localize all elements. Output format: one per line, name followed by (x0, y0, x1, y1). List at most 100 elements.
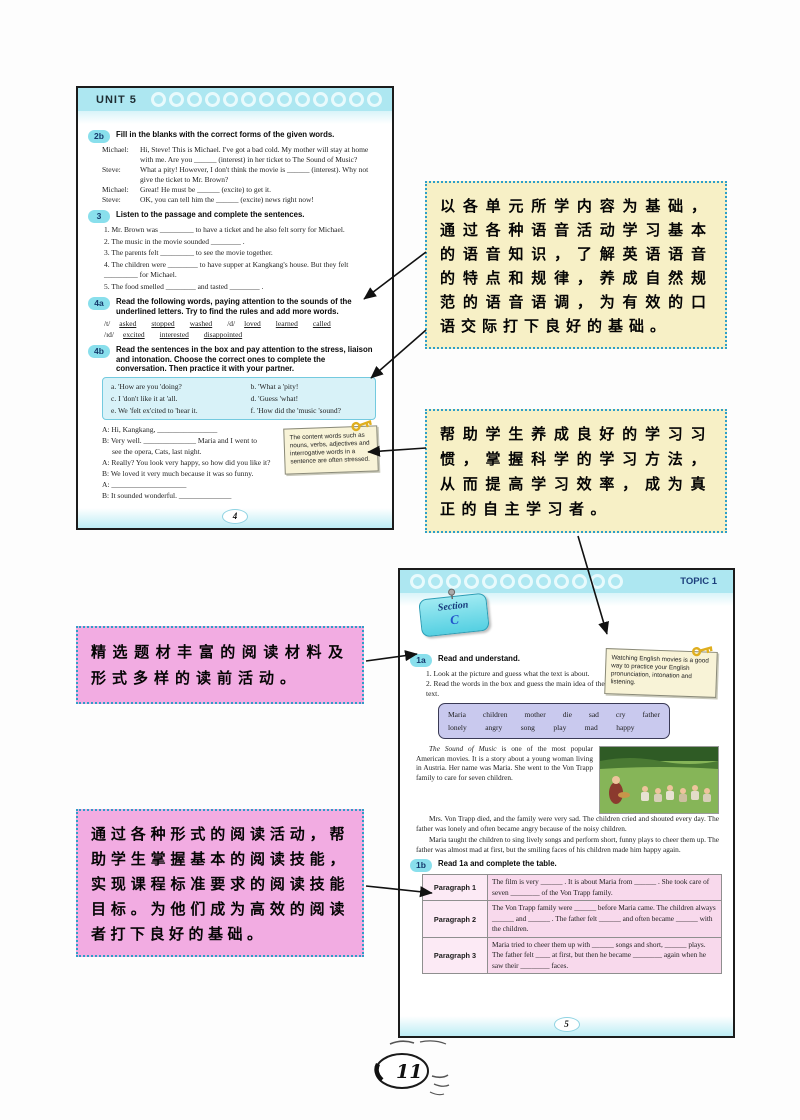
dialog-line: Steve: OK, you can tell him the ______ (e… (102, 195, 378, 205)
phoneme-label: /ɪd/ (104, 330, 115, 340)
list-item: 3. The parents felt _________ to see the… (104, 248, 273, 257)
ring-icon (241, 92, 256, 107)
reading-passage: The Sound of Music is one of the most po… (416, 744, 719, 854)
exercise-1b: 1b Read 1a and complete the table. Parag… (410, 859, 722, 975)
dialog-line: Michael:Great! He must be ______ (excite… (102, 185, 378, 195)
tip-note-stress: The content words such as nouns, verbs, … (283, 420, 379, 475)
exercise-number-badge: 4a (88, 297, 110, 310)
paragraph-summary: The film is very ______ . It is about Ma… (487, 874, 722, 902)
ring-icon (464, 574, 479, 589)
table-row: Paragraph 2 The Von Trapp family were __… (422, 900, 722, 938)
exercise-number-badge: 3 (88, 210, 110, 223)
list-item: 5. The food smelled ________ and tasted … (104, 281, 264, 291)
phonics-word: interested (159, 330, 189, 340)
exercise-4b: 4b Read the sentences in the box and pay… (88, 345, 379, 501)
phonics-word: disappointed (203, 330, 243, 340)
list-item: 2. Read the words in the box and guess t… (426, 679, 605, 698)
ring-icon (205, 92, 220, 107)
textbook-page-topic1: TOPIC 1 Section C 1a Read and understand… (398, 568, 735, 1038)
sentence-option: b. 'What a 'pity! (250, 381, 299, 391)
passage-text: is one of the most popular American movi… (416, 744, 594, 782)
table-row: Paragraph 1 The film is very ______ . It… (422, 874, 722, 902)
list-item: 4. The children were ________ to have su… (104, 259, 349, 280)
ring-icon (187, 92, 202, 107)
tip-note-movies: Watching English movies is a good way to… (604, 646, 718, 698)
sentence-option: a. 'How are you 'doing? (111, 381, 182, 391)
ring-icon (554, 574, 569, 589)
table-row: Paragraph 3 Maria tried to cheer them up… (422, 936, 722, 975)
header-fade (78, 111, 392, 124)
dialog-line: B: Very well. ______________ Maria and I… (102, 435, 258, 445)
textbook-page-unit5: UNIT 5 2b Fill in the blanks with the co… (76, 86, 394, 530)
dialog-line: A: ____________________ (102, 479, 187, 489)
dialog-line: Steve: What a pity! However, I don't thin… (102, 165, 378, 185)
speaker-label: Steve: (102, 165, 121, 174)
passage-paragraph: Mrs. Von Trapp died, and the family were… (416, 814, 719, 833)
conversation: A: Hi, Kangkang, ________________ B: Ver… (102, 424, 308, 501)
pin-icon (444, 586, 460, 605)
ring-icon (349, 92, 364, 107)
page1-footer-band: 4 (78, 508, 392, 528)
passage-paragraph: The Sound of Music is one of the most po… (416, 744, 593, 812)
phonics-word: called (312, 319, 331, 329)
exercise-title: Read and understand. (438, 654, 520, 663)
section-c-badge: Section C (418, 588, 490, 638)
completion-table: Paragraph 1 The film is very ______ . It… (422, 874, 722, 975)
speech-text: Hi, Steve! This is Michael. I've got a b… (140, 145, 369, 164)
ring-icon (223, 92, 238, 107)
dialog-line: B: It sounded wonderful. ______________ (102, 490, 232, 500)
exercise-title: Read the sentences in the box and pay at… (116, 345, 373, 374)
sentence-option: e. We 'felt ex'cited to 'hear it. (111, 405, 198, 415)
phonics-word: washed (189, 319, 213, 329)
ring-icon (482, 574, 497, 589)
dialog-line: B: We loved it very much because it was … (102, 468, 254, 478)
header-rings-decoration (137, 92, 382, 107)
exercise-2b: 2b Fill in the blanks with the correct f… (88, 130, 378, 205)
ring-icon (572, 574, 587, 589)
callout-study-habits: 帮助学生养成良好的学习习惯，掌握科学的学习方法，从而提高学习效率，成为真正的自主… (425, 409, 727, 533)
ring-icon (608, 574, 623, 589)
guide-page-number-stamp: 11 (360, 1038, 480, 1109)
callout-reading-materials: 精选题材丰富的阅读材料及形式多样的读前活动。 (76, 626, 364, 704)
page2-header-band: TOPIC 1 (400, 570, 733, 593)
stress-sentence-box: a. 'How are you 'doing? b. 'What a 'pity… (102, 376, 376, 420)
speaker-label: Michael: (102, 145, 129, 154)
ring-icon (518, 574, 533, 589)
ring-icon (313, 92, 328, 107)
dialog-line: A: Hi, Kangkang, ________________ (102, 424, 218, 434)
exercise-number-badge: 2b (88, 130, 110, 143)
speech-text: Great! He must be ______ (excite) to get… (140, 185, 272, 194)
topic-label: TOPIC 1 (680, 576, 717, 587)
unit-label: UNIT 5 (96, 93, 137, 106)
key-icon (690, 641, 716, 662)
speech-text: OK, you can tell him the ______ (excite)… (140, 195, 314, 204)
speech-text: What a pity! However, I don't think the … (140, 165, 369, 184)
keyword: Maria (448, 710, 466, 719)
sentence-option: c. I 'don't like it at 'all. (111, 393, 178, 403)
page2-page-number: 5 (553, 1017, 580, 1032)
ring-icon (410, 574, 425, 589)
exercise-number-badge: 4b (88, 345, 110, 359)
phonics-word: learned (275, 319, 298, 329)
passage-paragraph: Maria taught the children to sing lively… (416, 835, 719, 854)
exercise-1a: 1a Read and understand. 1. Look at the p… (410, 646, 719, 854)
keyword: mad (584, 723, 598, 732)
exercise-number-badge: 1a (410, 654, 432, 667)
paragraph-summary: The Von Trapp family were ______ before … (487, 900, 722, 938)
keyword: cry (615, 710, 626, 719)
speaker-label: Steve: (102, 195, 121, 204)
keyword: song (520, 723, 535, 732)
phonics-word: loved (244, 319, 261, 329)
list-item: 1. Look at the picture and guess what th… (426, 669, 590, 678)
ring-icon (295, 92, 310, 107)
ring-icon (331, 92, 346, 107)
keyword: angry (485, 723, 503, 732)
ring-icon (590, 574, 605, 589)
dialog-line: see the opera, Cats, last night. (112, 446, 202, 456)
ring-icon (169, 92, 184, 107)
list-item: 1. Mr. Brown was _________ to have a tic… (104, 225, 345, 234)
